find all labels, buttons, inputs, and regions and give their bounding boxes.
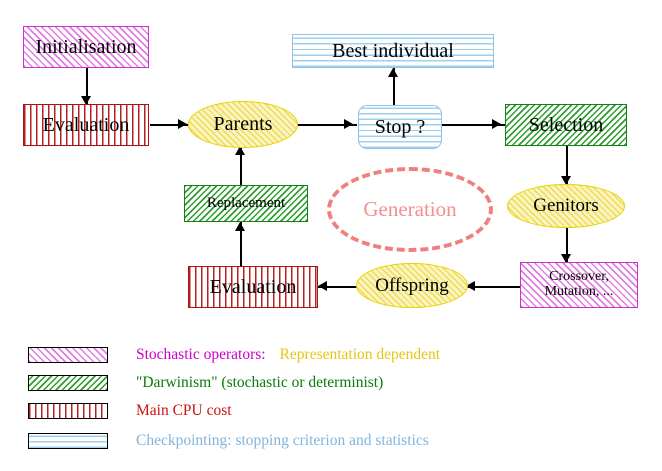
legend-row-stochastic-operators: Stochastic operators: Representation dep…	[28, 344, 440, 366]
node-selection-label: Selection	[528, 113, 604, 136]
edge-initialisation-to-evaluation	[86, 68, 88, 104]
edge-stop-to-selection	[441, 124, 507, 126]
node-evaluation-bottom[interactable]: Evaluation	[188, 266, 318, 308]
arrowhead-down-evaluation-top	[81, 96, 91, 105]
legend-swatch-magenta-diagonal-hatch	[28, 347, 108, 363]
arrowhead-right-stop	[344, 119, 353, 129]
edge-evaluation-to-parents	[150, 124, 198, 126]
node-replacement-label: Replacement	[206, 194, 286, 211]
node-crossover-label-line2: Mutation, ...	[544, 284, 614, 299]
edge-selection-to-genitors	[566, 146, 568, 184]
node-offspring[interactable]: Offspring	[356, 263, 468, 308]
legend-label-representation-dependent: Representation dependent	[279, 346, 441, 363]
node-evaluation-top-label: Evaluation	[42, 113, 130, 136]
node-initialisation-label: Initialisation	[35, 35, 137, 58]
arrowhead-up-replacement	[235, 222, 245, 231]
edge-replacement-to-parents	[240, 146, 242, 186]
node-evaluation-bottom-label: Evaluation	[209, 275, 297, 298]
node-parents-label: Parents	[213, 113, 273, 135]
arrowhead-up-best-individual	[388, 68, 398, 77]
node-best-individual-label: Best individual	[332, 39, 454, 62]
legend-row-checkpointing: Checkpointing: stopping criterion and st…	[28, 430, 429, 452]
node-generation-boundary: Generation	[327, 167, 493, 252]
arrowhead-left-evaluation-bottom	[318, 281, 327, 291]
node-best-individual[interactable]: Best individual	[292, 34, 494, 68]
edge-parents-to-stop	[295, 124, 357, 126]
arrowhead-up-parents	[235, 146, 245, 155]
node-stop[interactable]: Stop ?	[358, 105, 442, 149]
node-stop-label: Stop ?	[374, 115, 426, 138]
arrowhead-right-parents	[178, 119, 187, 129]
legend-swatch-red-vertical-hatch	[28, 403, 108, 419]
arrowhead-down-genitors	[561, 176, 571, 185]
node-selection[interactable]: Selection	[505, 104, 627, 146]
arrowhead-left-offspring	[466, 281, 475, 291]
edge-stop-to-best-individual	[393, 68, 395, 108]
legend-row-darwinism: "Darwinism" (stochastic or determinist)	[28, 372, 383, 394]
node-genitors-label: Genitors	[533, 195, 599, 217]
node-crossover-mutation[interactable]: Crossover, Mutation, ...	[520, 262, 638, 308]
node-offspring-label: Offspring	[375, 274, 449, 296]
legend-swatch-blue-horizontal-hatch	[28, 433, 108, 449]
legend-label-main-cpu-cost: Main CPU cost	[136, 402, 232, 419]
edge-offspring-to-evaluation-bottom	[318, 286, 368, 288]
edge-crossover-to-offspring	[466, 286, 520, 288]
node-replacement[interactable]: Replacement	[184, 185, 308, 222]
node-crossover-label-line1: Crossover,	[549, 269, 609, 285]
legend-swatch-green-diagonal-hatch	[28, 375, 108, 391]
legend: Stochastic operators: Representation dep…	[0, 338, 662, 471]
arrowhead-down-crossover	[561, 254, 571, 263]
node-genitors[interactable]: Genitors	[507, 184, 625, 228]
legend-row-main-cpu-cost: Main CPU cost	[28, 400, 232, 422]
legend-label-checkpointing: Checkpointing: stopping criterion and st…	[136, 432, 429, 449]
node-evaluation-top[interactable]: Evaluation	[23, 104, 149, 146]
node-initialisation[interactable]: Initialisation	[23, 26, 149, 68]
node-parents[interactable]: Parents	[188, 101, 298, 148]
node-generation-label: Generation	[363, 197, 457, 221]
edge-evaluation-bottom-to-replacement	[240, 222, 242, 266]
arrowhead-right-selection	[492, 119, 501, 129]
legend-label-darwinism: "Darwinism" (stochastic or determinist)	[136, 374, 384, 391]
edge-genitors-to-crossover	[566, 228, 568, 262]
legend-label-stochastic-operators: Stochastic operators:	[136, 346, 266, 363]
